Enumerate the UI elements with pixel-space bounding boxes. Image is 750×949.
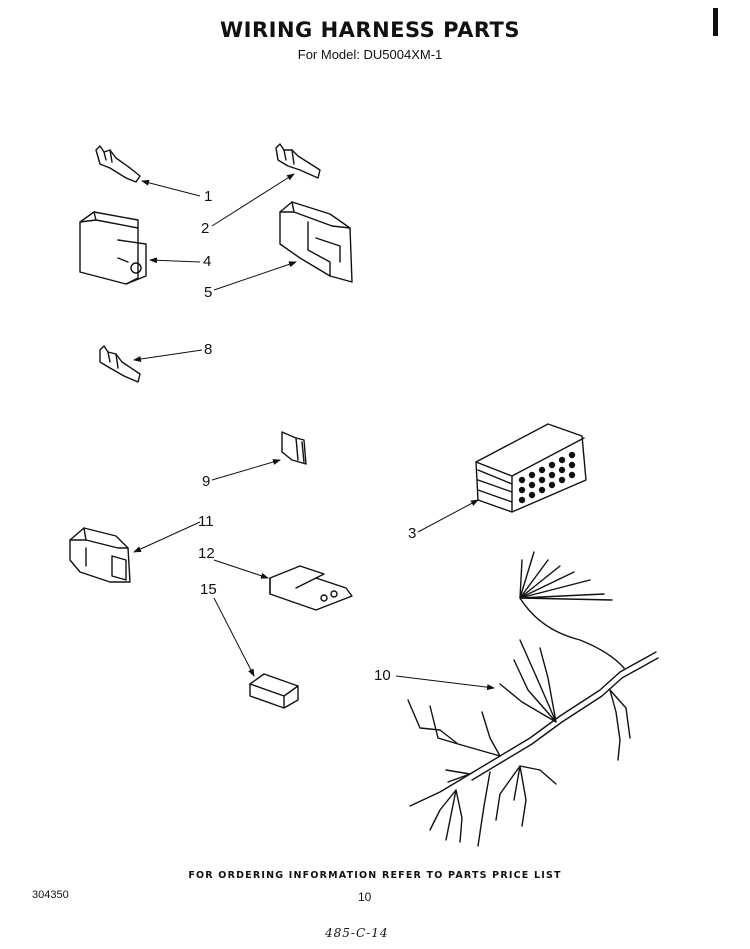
callout-9: 9 xyxy=(202,473,210,490)
part-block-15 xyxy=(249,673,299,709)
part-terminal-8 xyxy=(99,345,141,383)
callout-4: 4 xyxy=(203,253,211,270)
callout-3: 3 xyxy=(408,525,416,542)
leader-lines xyxy=(133,173,495,691)
part-housing-5 xyxy=(279,201,353,283)
callout-2: 2 xyxy=(201,220,209,237)
callout-10: 10 xyxy=(374,667,391,684)
ordering-note: FOR ORDERING INFORMATION REFER TO PARTS … xyxy=(188,870,562,881)
callout-8: 8 xyxy=(204,341,212,358)
edge-mark xyxy=(713,8,718,36)
callout-11: 11 xyxy=(198,513,214,530)
model-subtitle: For Model: DU5004XM-1 xyxy=(297,47,443,62)
page-number: 10 xyxy=(358,890,372,904)
page-title: WIRING HARNESS PARTS xyxy=(219,18,520,42)
document-number: 304350 xyxy=(32,889,69,901)
callout-15: 15 xyxy=(200,581,217,598)
part-connector-3 xyxy=(475,423,587,513)
part-terminal-2 xyxy=(275,143,321,179)
callout-1: 1 xyxy=(204,188,212,205)
callout-12: 12 xyxy=(198,545,215,562)
connector-3-pins xyxy=(518,451,576,504)
part-housing-4 xyxy=(79,211,147,285)
part-terminal-1 xyxy=(95,145,141,183)
part-wiring-harness-10 xyxy=(407,551,659,847)
callout-5: 5 xyxy=(204,284,212,301)
handwritten-code: 485-C-14 xyxy=(325,926,389,940)
part-housing-11 xyxy=(69,527,131,583)
part-block-9 xyxy=(281,431,307,465)
part-connector-12 xyxy=(269,565,353,611)
